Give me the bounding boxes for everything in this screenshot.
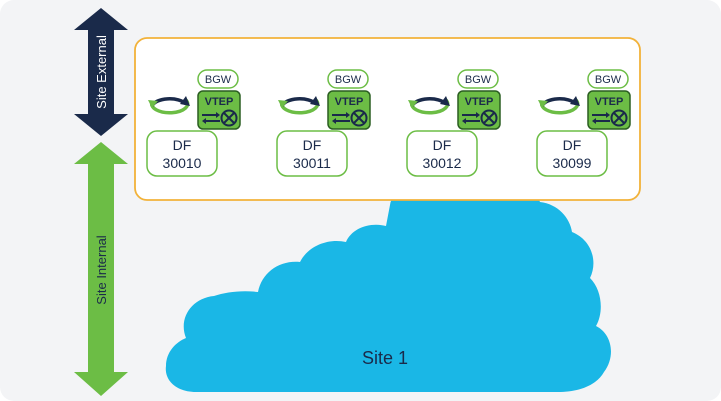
bgw-badge bbox=[327, 69, 369, 89]
vtep-cross-icon bbox=[480, 109, 498, 127]
vtep-cross-icon bbox=[220, 109, 238, 127]
site-internal-arrow: Site Internal bbox=[74, 142, 128, 396]
vtep-label: VTEP bbox=[205, 96, 234, 108]
df-value: 30099 bbox=[553, 155, 592, 171]
df-box bbox=[536, 130, 608, 177]
df-box bbox=[276, 130, 348, 177]
site-external-label: Site External bbox=[94, 35, 109, 109]
bgw-badge bbox=[197, 69, 239, 89]
vtep-arrows-icon bbox=[462, 112, 480, 124]
vtep-cross-icon bbox=[350, 109, 368, 127]
site-external-arrow: Site External bbox=[74, 8, 128, 136]
vtep-arrows-icon bbox=[202, 112, 220, 124]
gateway-3: BGW VTEP DF 30099 bbox=[536, 69, 631, 177]
site-external-arrow-shape bbox=[74, 8, 128, 136]
loop-icon bbox=[278, 96, 320, 115]
bgw-badge-label: BGW bbox=[595, 74, 622, 86]
gateway-1: BGW VTEP DF 30011 bbox=[276, 69, 371, 177]
cloud-shape bbox=[165, 178, 611, 392]
site-internal-label: Site Internal bbox=[94, 235, 109, 304]
loop-icon bbox=[148, 96, 190, 115]
vtep-label: VTEP bbox=[465, 96, 494, 108]
df-value: 30012 bbox=[423, 155, 462, 171]
df-title: DF bbox=[173, 137, 192, 153]
df-box bbox=[406, 130, 478, 177]
bgw-badge-label: BGW bbox=[205, 74, 232, 86]
loop-icon bbox=[408, 96, 450, 115]
vtep-arrows-icon bbox=[332, 112, 350, 124]
df-box bbox=[146, 130, 218, 177]
gateway-2: BGW VTEP DF 30012 bbox=[406, 69, 501, 177]
gateway-0: BGW VTEP DF 30010 bbox=[146, 69, 241, 177]
bgw-badge bbox=[457, 69, 499, 89]
vtep-cross-icon bbox=[610, 109, 628, 127]
site-internal-arrow-shape bbox=[74, 142, 128, 396]
gateway-container bbox=[134, 37, 641, 201]
loop-icon bbox=[538, 96, 580, 115]
df-title: DF bbox=[433, 137, 452, 153]
cloud-label: Site 1 bbox=[362, 348, 408, 368]
bgw-badge-label: BGW bbox=[465, 74, 492, 86]
bgw-badge bbox=[587, 69, 629, 89]
df-title: DF bbox=[563, 137, 582, 153]
bgw-badge-label: BGW bbox=[335, 74, 362, 86]
vtep-label: VTEP bbox=[595, 96, 624, 108]
df-value: 30010 bbox=[163, 155, 202, 171]
vtep-label: VTEP bbox=[335, 96, 364, 108]
df-title: DF bbox=[303, 137, 322, 153]
site-cloud: Site 1 bbox=[165, 178, 611, 392]
vtep-arrows-icon bbox=[592, 112, 610, 124]
df-value: 30011 bbox=[293, 155, 331, 171]
